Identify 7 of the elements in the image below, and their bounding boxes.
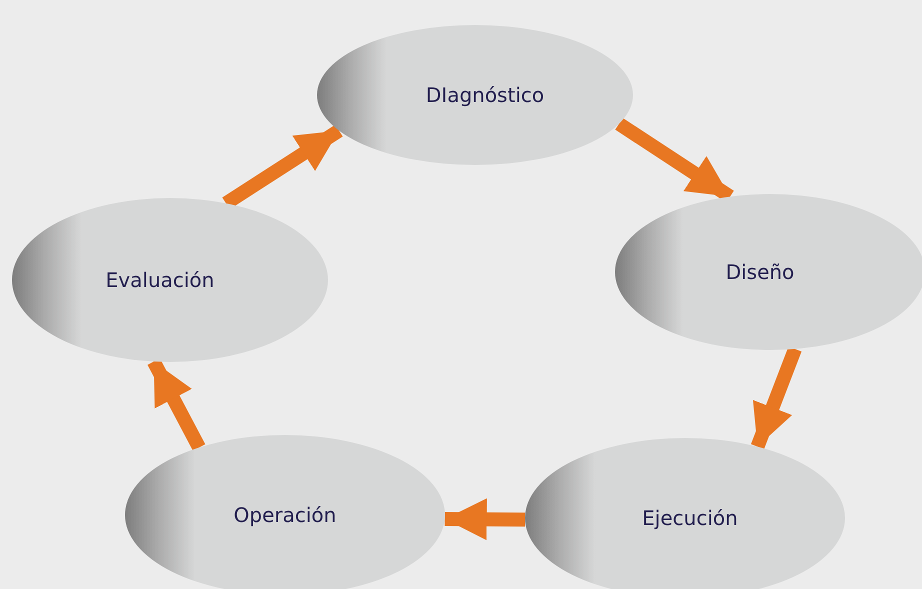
node-label: Evaluación [106, 268, 214, 292]
node-label: DIagnóstico [426, 83, 544, 107]
node-label: Operación [234, 503, 336, 527]
node-label: Ejecución [642, 506, 738, 530]
arrow [444, 498, 526, 540]
node-label: Diseño [726, 260, 794, 284]
arrow [750, 346, 802, 450]
